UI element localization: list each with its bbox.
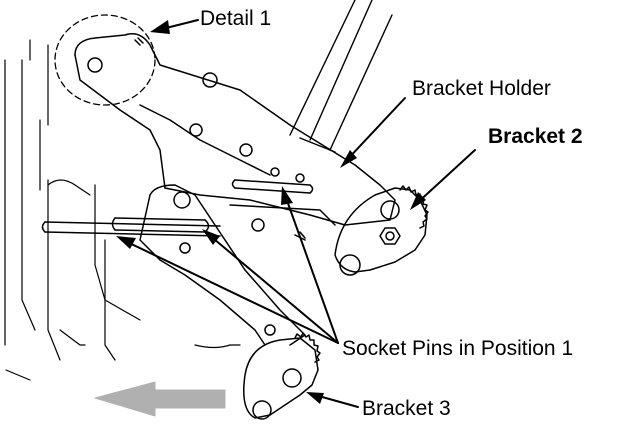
bracket-3-gear — [243, 332, 321, 420]
arrow-socket-pin-3 — [284, 194, 339, 344]
main-bracket-plate — [74, 33, 396, 241]
printer-frame — [4, 39, 241, 381]
callout-arrows — [122, 19, 476, 408]
arrow-bracket-2 — [414, 149, 476, 206]
upper-socket-pin — [231, 167, 314, 194]
label-bracket-holder: Bracket Holder — [412, 77, 551, 100]
lower-bracket-arm — [139, 184, 306, 346]
arrow-socket-pin-2 — [207, 233, 339, 344]
arrowheads — [116, 20, 426, 404]
detail-1-circle — [54, 14, 156, 106]
label-bracket-2: Bracket 2 — [488, 125, 583, 148]
bracket-2-gear — [334, 185, 429, 276]
bracket-holder-rod — [289, 0, 393, 153]
label-bracket-3: Bracket 3 — [362, 397, 451, 420]
label-detail-1: Detail 1 — [200, 7, 272, 30]
label-socket-pins: Socket Pins in Position 1 — [342, 337, 574, 360]
arrow-socket-pin-1 — [122, 239, 339, 344]
arrow-bracket-holder — [344, 97, 406, 163]
lower-socket-pins — [41, 217, 221, 237]
direction-arrow-left — [94, 381, 226, 417]
